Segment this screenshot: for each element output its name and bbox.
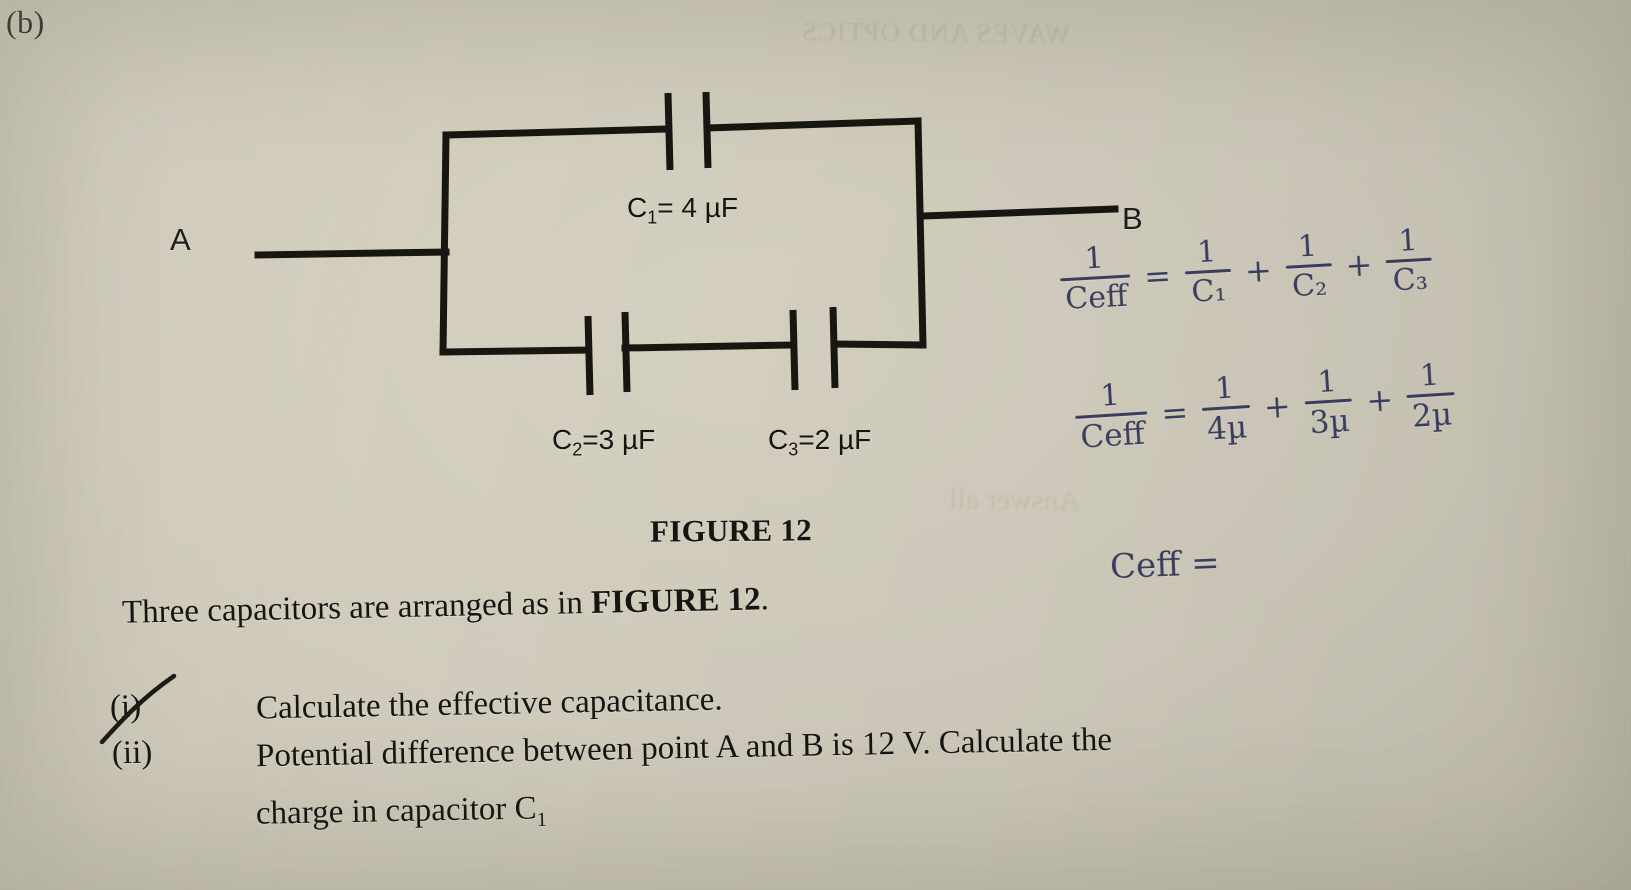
handwritten-equation-3: Ceff =	[1109, 542, 1221, 588]
lead-wire-b	[919, 205, 1119, 220]
hw-eq1-lhs-denominator: Ceff	[1064, 278, 1129, 318]
bottom-branch-left-wire	[439, 346, 592, 356]
hw-eq2-term1-fraction: 1 4µ	[1200, 370, 1252, 448]
intro-figure-ref: FIGURE 12	[590, 581, 761, 621]
capacitor-c3-plate-left	[789, 309, 799, 391]
node-label-b: B	[1122, 201, 1143, 236]
handwritten-equation-1: 1 Ceff = 1 C₁ + 1 C₂ + 1 C₃	[1058, 223, 1434, 318]
capacitor-c3-plate-right	[829, 306, 839, 389]
hw-eq2-term3-denominator: 2µ	[1411, 396, 1454, 435]
hw-eq1-term1-numerator: 1	[1196, 234, 1218, 271]
hw-eq2-lhs-fraction: 1 Ceff	[1073, 378, 1149, 456]
capacitor-c2-symbol: C	[552, 424, 573, 455]
part-label-b: (b)	[6, 4, 45, 40]
hw-eq1-term3-fraction: 1 C₃	[1384, 223, 1434, 299]
hw-eq2-lhs-numerator: 1	[1099, 378, 1121, 415]
bleed-through-text-secondary: Answer all	[948, 482, 1081, 518]
intro-suffix: .	[760, 581, 770, 618]
question-ii-cont-text: charge in capacitor C	[255, 790, 537, 832]
hw-eq1-plus-2: +	[1344, 244, 1374, 284]
hw-eq2-term1-numerator: 1	[1214, 370, 1236, 408]
top-branch-right-wire	[703, 117, 922, 132]
capacitor-c3-value: =2 µF	[798, 424, 872, 455]
hw-eq1-term2-denominator: C₂	[1291, 267, 1329, 305]
hw-eq2-term1-denominator: 4µ	[1206, 409, 1249, 448]
capacitor-c2-value: =3 µF	[582, 424, 656, 455]
capacitor-c2-plate-right	[621, 311, 631, 393]
question-text-ii: Potential difference between point A and…	[255, 721, 1113, 775]
hw-eq2-term2-numerator: 1	[1316, 364, 1338, 401]
hw-eq2-equals: =	[1160, 392, 1190, 433]
hw-eq2-lhs-denominator: Ceff	[1079, 415, 1146, 456]
intro-prefix: Three capacitors are arranged as in	[121, 584, 592, 631]
top-branch-left-wire	[442, 125, 672, 139]
intro-sentence: Three capacitors are arranged as in FIGU…	[122, 581, 770, 632]
hw-eq1-lhs-numerator: 1	[1083, 240, 1105, 277]
capacitor-c1-subscript: 1	[647, 207, 658, 228]
capacitor-c3-symbol: C	[768, 424, 789, 455]
question-text-i: Calculate the effective capacitance.	[255, 681, 723, 727]
hw-eq2-term2-denominator: 3µ	[1308, 402, 1351, 442]
bleed-through-text: WAVES AND OPTICS	[800, 16, 1071, 50]
hw-eq1-term1-denominator: C₁	[1190, 273, 1228, 311]
capacitor-c2-subscript: 2	[572, 439, 583, 460]
hw-eq1-plus-1: +	[1243, 250, 1273, 290]
hw-eq2-plus-1: +	[1262, 386, 1292, 427]
right-rail	[914, 117, 927, 349]
hw-eq2-term2-fraction: 1 3µ	[1302, 364, 1354, 442]
capacitor-c2-label: C2=3 µF	[552, 424, 655, 461]
capacitor-c1-symbol: C	[627, 192, 648, 223]
hw-eq1-term1-fraction: 1 C₁	[1183, 234, 1233, 311]
question-ii-cont-subscript: 1	[536, 808, 548, 831]
bottom-branch-right-wire	[831, 340, 927, 349]
capacitor-c1-plate-left	[664, 92, 674, 171]
hw-eq1-term2-fraction: 1 C₂	[1284, 229, 1334, 305]
hw-eq1-term3-numerator: 1	[1397, 223, 1419, 260]
hw-eq2-term3-fraction: 1 2µ	[1405, 358, 1457, 435]
hw-eq2-term3-numerator: 1	[1418, 358, 1441, 395]
lead-wire-a	[254, 248, 450, 259]
hw-eq1-term3-denominator: C₃	[1391, 261, 1429, 299]
capacitor-c2-plate-left	[584, 315, 594, 396]
bottom-branch-middle-wire	[621, 341, 797, 352]
hw-eq2-plus-2: +	[1365, 379, 1395, 420]
handwritten-equation-2: 1 Ceff = 1 4µ + 1 3µ + 1 2µ	[1073, 358, 1457, 456]
strikethrough-mark-i	[99, 673, 177, 745]
hw-eq1-term2-numerator: 1	[1296, 229, 1318, 266]
hw-eq1-equals: =	[1143, 255, 1173, 296]
capacitor-c1-value: = 4 µF	[657, 192, 738, 223]
node-label-a: A	[170, 222, 191, 257]
capacitor-c3-label: C3=2 µF	[768, 424, 871, 461]
left-rail	[439, 131, 450, 356]
figure-caption: FIGURE 12	[649, 512, 813, 549]
capacitor-c1-label: C1= 4 µF	[627, 192, 738, 229]
question-text-ii-continued: charge in capacitor C1	[256, 790, 547, 837]
capacitor-c1-plate-right	[702, 91, 712, 169]
hw-eq1-lhs-fraction: 1 Ceff	[1058, 240, 1132, 318]
capacitor-c3-subscript: 3	[788, 439, 799, 460]
